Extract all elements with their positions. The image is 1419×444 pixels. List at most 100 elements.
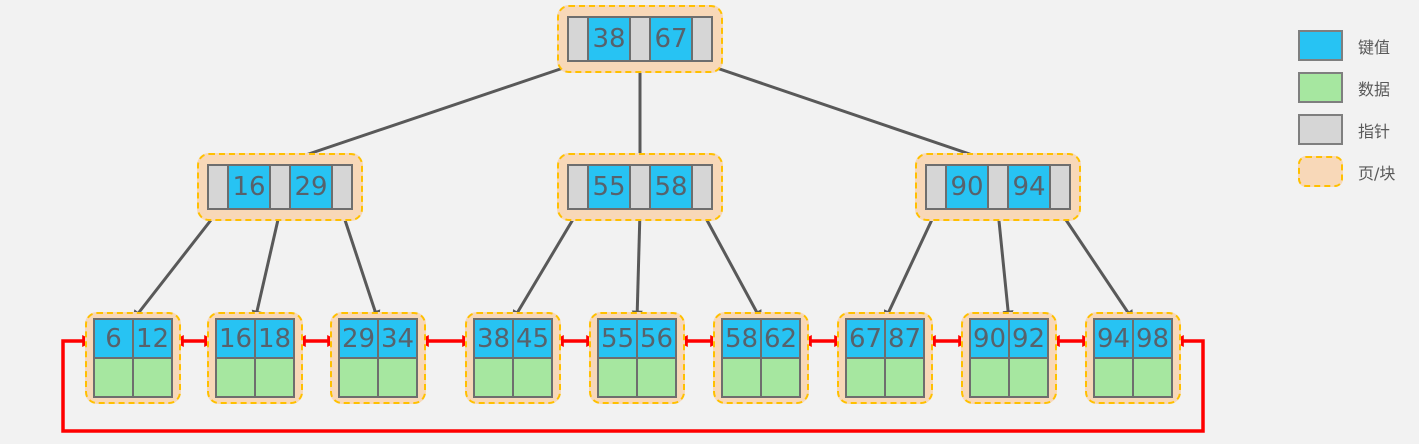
- pointer-cell: [569, 18, 587, 60]
- data-cell: [762, 359, 799, 396]
- legend: 键值 数据 指针 页/块: [1298, 30, 1395, 198]
- internal-node-row: 55 58: [567, 164, 713, 210]
- key-cell: 38: [589, 18, 629, 60]
- key-cell: 94: [1095, 320, 1132, 357]
- key-cell: 67: [847, 320, 884, 357]
- key-cell: 55: [599, 320, 636, 357]
- leaf-grid: 29 34: [338, 318, 418, 398]
- edge-internal0-leaf0: [131, 210, 220, 322]
- key-cell: 87: [886, 320, 923, 357]
- key-cell: 6: [95, 320, 132, 357]
- leaf-node-2: 29 34: [330, 312, 426, 404]
- pointer-cell: [271, 166, 289, 208]
- key-cell: 67: [651, 18, 691, 60]
- pointer-cell: [569, 166, 587, 208]
- leaf-grid: 90 92: [969, 318, 1049, 398]
- data-cell: [379, 359, 416, 396]
- data-cell: [475, 359, 512, 396]
- key-cell: 90: [947, 166, 987, 208]
- leaf-grid: 67 87: [845, 318, 925, 398]
- data-cell: [514, 359, 551, 396]
- pointer-cell: [927, 166, 945, 208]
- leaf-grid: 94 98: [1093, 318, 1173, 398]
- key-cell: 34: [379, 320, 416, 357]
- legend-label: 数据: [1358, 79, 1391, 99]
- key-cell: 16: [217, 320, 254, 357]
- leaf-node-5: 58 62: [713, 312, 809, 404]
- edge-internal0-leaf2: [340, 210, 381, 322]
- key-cell: 90: [971, 320, 1008, 357]
- edge-internal2-leaf7: [996, 210, 1014, 322]
- leaf-grid: 6 12: [93, 318, 173, 398]
- edge-internal1-leaf5: [700, 210, 763, 322]
- edge-internal1-leaf3: [511, 210, 580, 322]
- key-cell: 56: [638, 320, 675, 357]
- data-cell: [971, 359, 1008, 396]
- key-cell: 58: [651, 166, 691, 208]
- key-cell: 94: [1009, 166, 1049, 208]
- root-node-row: 38 67: [567, 16, 713, 62]
- data-cell: [217, 359, 254, 396]
- edge-root-internal-2: [701, 61, 998, 166]
- data-cell: [723, 359, 760, 396]
- key-cell: 18: [256, 320, 293, 357]
- pointer-cell: [209, 166, 227, 208]
- key-cell: 98: [1134, 320, 1171, 357]
- internal-node-row: 90 94: [925, 164, 1071, 210]
- legend-label: 指针: [1358, 121, 1391, 141]
- page-color-swatch: [1298, 156, 1343, 187]
- leaf-node-3: 38 45: [465, 312, 561, 404]
- leaf-node-4: 55 56: [589, 312, 685, 404]
- leaf-node-7: 90 92: [961, 312, 1057, 404]
- data-cell: [256, 359, 293, 396]
- legend-item-key: 键值: [1298, 30, 1395, 61]
- data-cell: [1134, 359, 1171, 396]
- leaf-node-6: 67 87: [837, 312, 933, 404]
- key-cell: 45: [514, 320, 551, 357]
- data-cell: [1095, 359, 1132, 396]
- internal-node-row: 16 29: [207, 164, 353, 210]
- data-cell: [1010, 359, 1047, 396]
- pointer-cell: [989, 166, 1007, 208]
- pointer-cell: [693, 18, 711, 60]
- edge-internal1-leaf4: [631, 210, 643, 322]
- internal-node-2: 90 94: [915, 153, 1081, 221]
- legend-item-data: 数据: [1298, 72, 1395, 103]
- pointer-cell: [631, 18, 649, 60]
- key-cell: 29: [340, 320, 377, 357]
- leaf-grid: 16 18: [215, 318, 295, 398]
- pointer-cell: [333, 166, 351, 208]
- leaf-grid: 38 45: [473, 318, 553, 398]
- key-color-swatch: [1298, 30, 1343, 61]
- edge-root-internal-0: [280, 61, 579, 166]
- data-cell: [886, 359, 923, 396]
- pointer-cell: [631, 166, 649, 208]
- data-cell: [95, 359, 132, 396]
- legend-label: 页/块: [1358, 163, 1396, 183]
- data-cell: [599, 359, 636, 396]
- key-cell: 29: [291, 166, 331, 208]
- data-color-swatch: [1298, 72, 1343, 103]
- key-cell: 16: [229, 166, 269, 208]
- key-cell: 38: [475, 320, 512, 357]
- leaf-node-8: 94 98: [1085, 312, 1181, 404]
- key-cell: 12: [134, 320, 171, 357]
- internal-node-1: 55 58: [557, 153, 723, 221]
- pointer-cell: [1051, 166, 1069, 208]
- data-cell: [638, 359, 675, 396]
- data-cell: [340, 359, 377, 396]
- key-cell: 55: [589, 166, 629, 208]
- data-cell: [134, 359, 171, 396]
- key-cell: 92: [1010, 320, 1047, 357]
- internal-node-0: 16 29: [197, 153, 363, 221]
- edge-internal0-leaf1: [251, 210, 282, 322]
- pointer-color-swatch: [1298, 114, 1343, 145]
- leaf-grid: 58 62: [721, 318, 801, 398]
- root-node: 38 67: [557, 5, 723, 73]
- legend-item-page: 页/块: [1298, 156, 1395, 187]
- pointer-cell: [693, 166, 711, 208]
- data-cell: [847, 359, 884, 396]
- edge-internal2-leaf8: [1058, 210, 1135, 322]
- legend-item-pointer: 指针: [1298, 114, 1395, 145]
